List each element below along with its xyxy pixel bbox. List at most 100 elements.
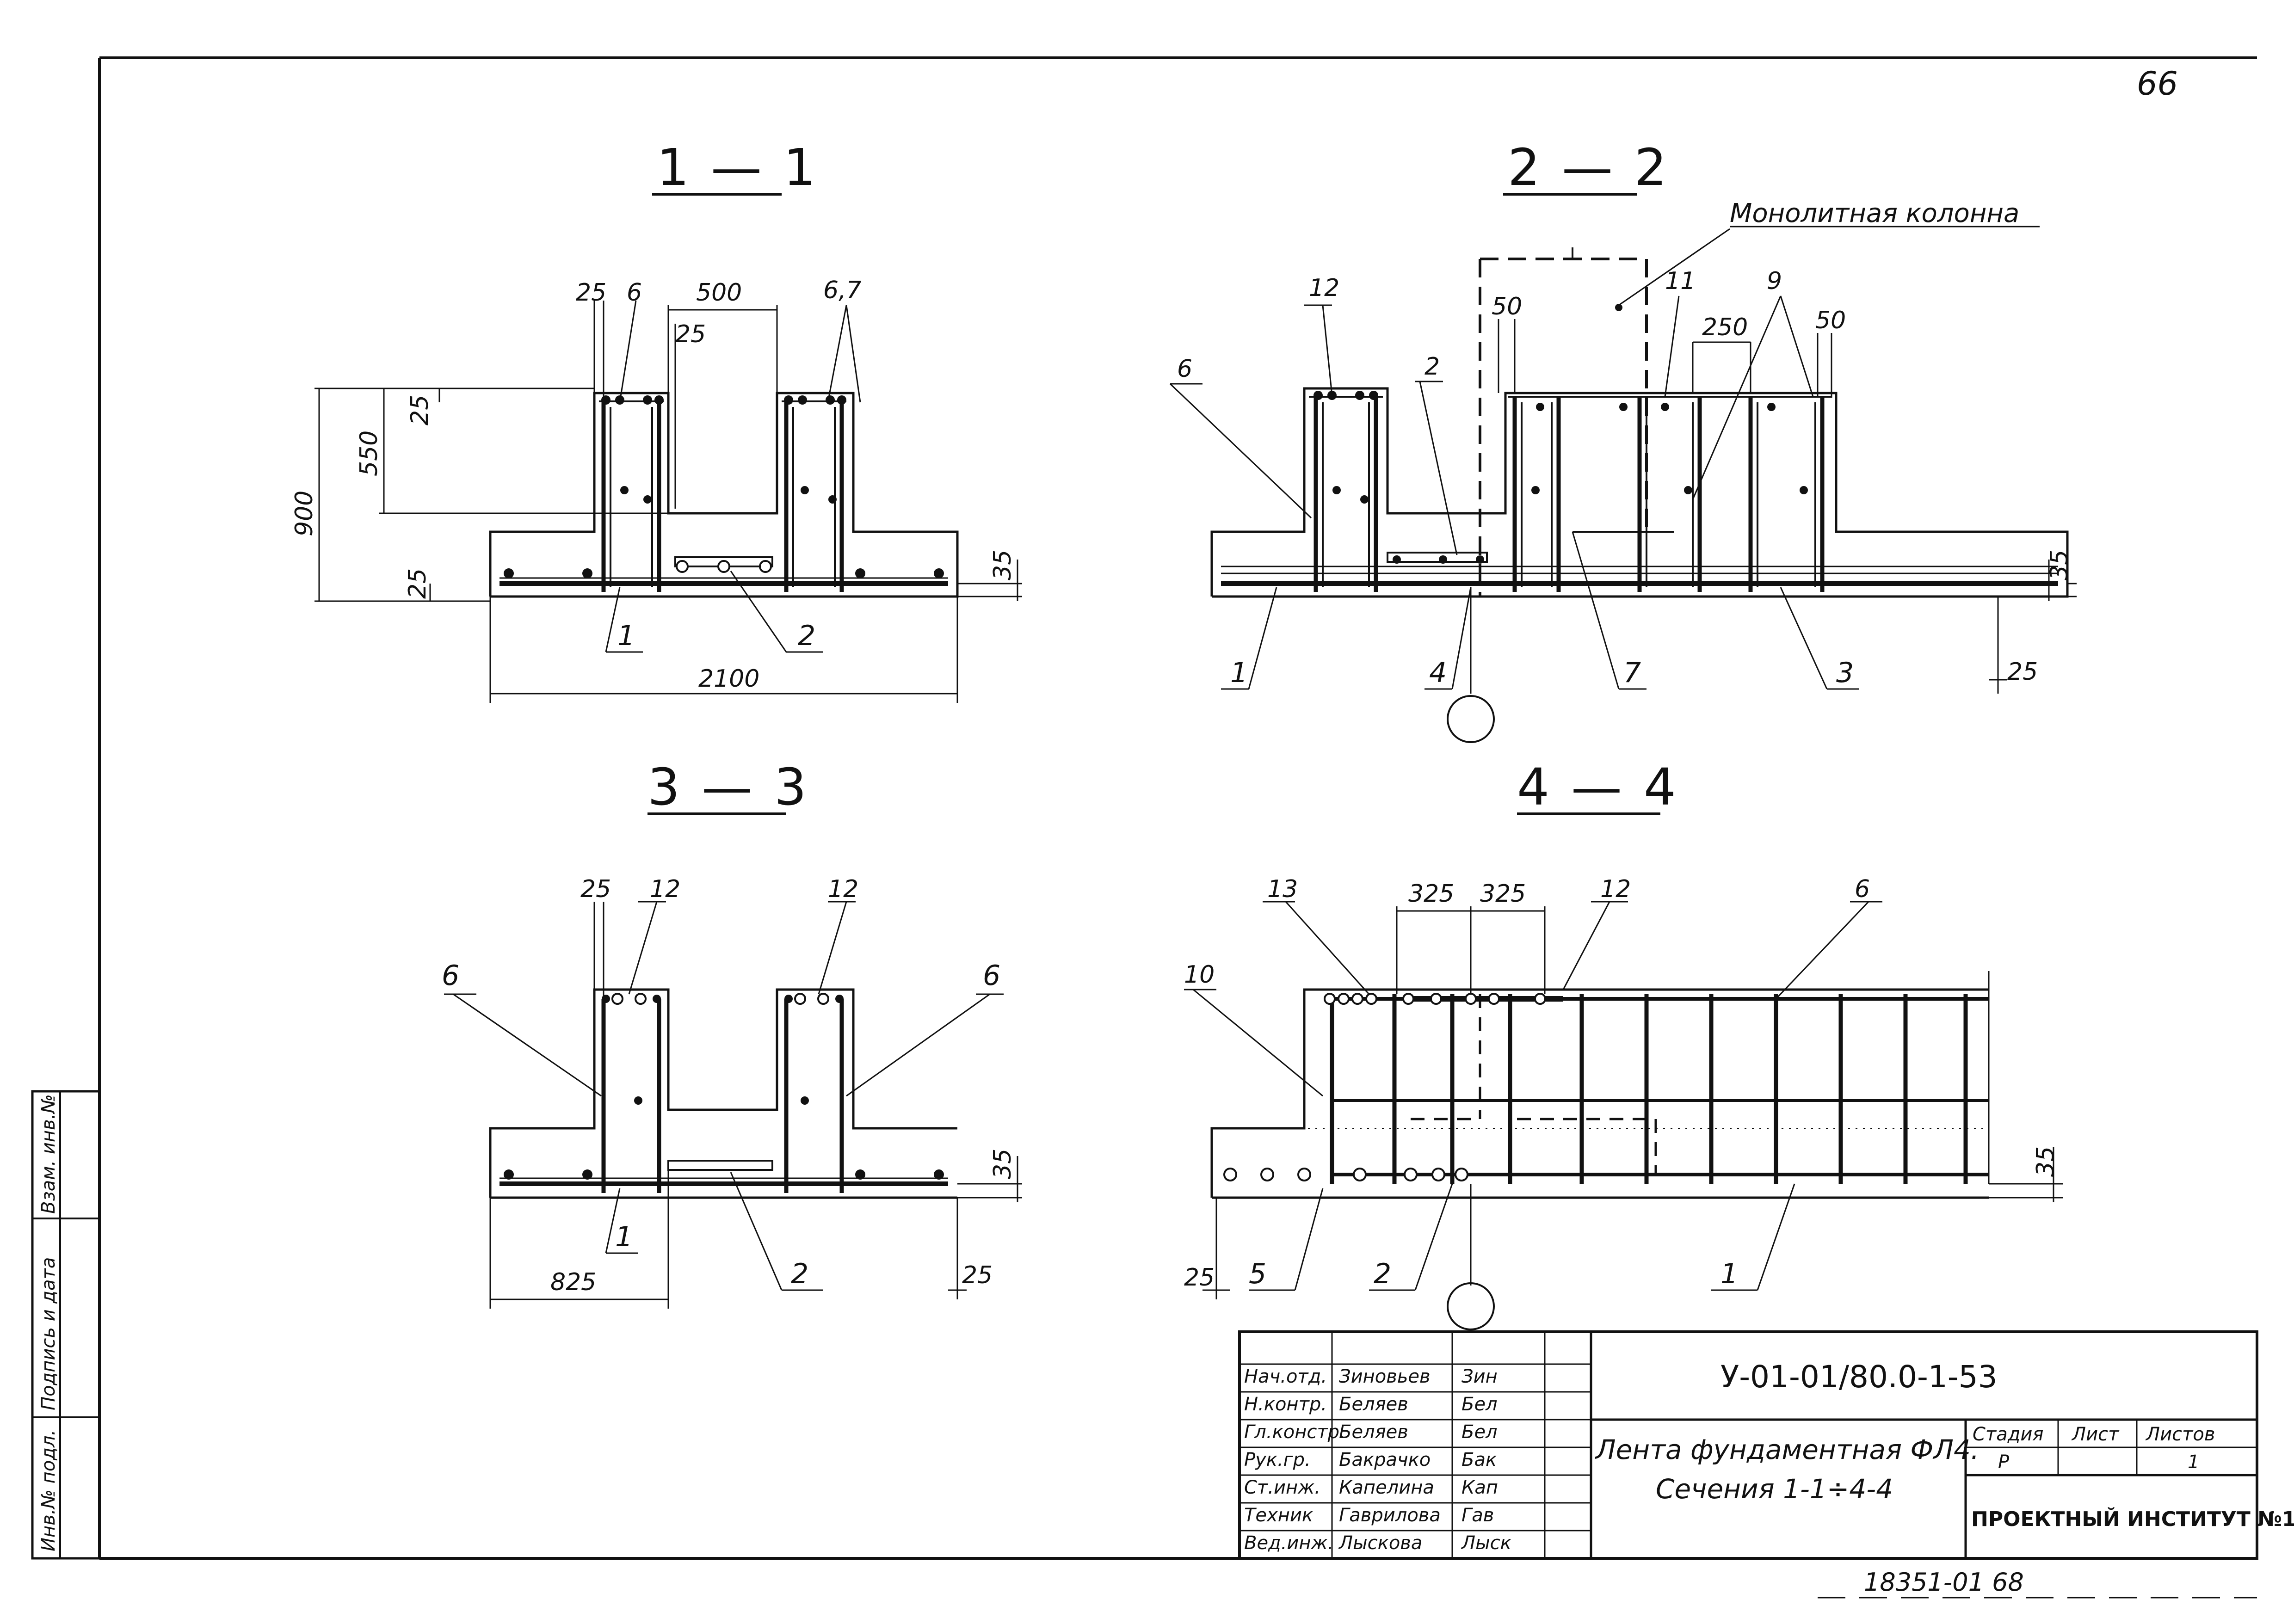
signer-name-4: Капелина [1339, 1477, 1434, 1498]
section-2-2-outline [1210, 387, 2069, 598]
section-2-2-mark-4: 4 [1429, 657, 1447, 689]
document-name-line1: Лента фундаментная ФЛ4. [1595, 1434, 1979, 1465]
section-4-4-axis-marker [1447, 1282, 1495, 1330]
signer-role-1: Н.контр. [1244, 1394, 1327, 1415]
signer-name-6: Лыскова [1338, 1532, 1422, 1554]
section-2-2-mark-6: 6 [1177, 355, 1192, 383]
document-name-line2: Сечения 1-1÷4-4 [1656, 1473, 1893, 1505]
section-1-1-dim-6: 6 [627, 279, 642, 307]
section-4-4-dim-35: 35 [2032, 1146, 2060, 1177]
signer-name-2: Беляев [1339, 1421, 1408, 1443]
section-3-3-dim-25: 25 [580, 875, 611, 903]
section-1-1-dim-25c: 25 [406, 395, 434, 425]
section-2-2-mark-12: 12 [1309, 274, 1339, 302]
section-2-2-mark-2: 2 [1424, 353, 1440, 381]
section-3-3-dim-825: 825 [550, 1268, 596, 1296]
section-4-4-mark-5: 5 [1249, 1258, 1266, 1290]
sheet-label: Лист [2071, 1424, 2120, 1445]
section-2-2-title: 2 — 2 [1508, 138, 1670, 197]
section-3-3-mark-12a: 12 [650, 875, 680, 903]
section-4-4-mark-6: 6 [1855, 875, 1870, 903]
section-1-1-dim-35: 35 [989, 550, 1017, 580]
section-2-2: 2 — 2 Монолитная колонна [1169, 138, 2077, 743]
signer-role-3: Рук.гр. [1244, 1449, 1311, 1470]
sheets-value: 1 [2188, 1452, 2199, 1473]
section-4-4-dim-325b: 325 [1480, 880, 1526, 908]
signer-name-3: Бакрачко [1339, 1449, 1431, 1470]
section-1-1-dim-2100: 2100 [698, 665, 759, 693]
organization-name: ПРОЕКТНЫЙ ИНСТИТУТ №1 [1971, 1507, 2294, 1531]
section-3-3-title: 3 — 3 [648, 757, 809, 817]
section-4-4-mark-1: 1 [1720, 1258, 1738, 1290]
section-1-1-dim-550: 550 [355, 431, 383, 476]
section-1-1-cages [601, 402, 844, 592]
section-2-2-dim-250: 250 [1702, 314, 1748, 341]
signer-name-0: Зиновьев [1339, 1366, 1431, 1387]
title-block: Нач.отд. Зиновьев Зин Н.контр. Беляев Бе… [1238, 1330, 2294, 1560]
signer-role-5: Техник [1244, 1505, 1313, 1526]
sheet-mark: 66 [2137, 65, 2178, 103]
signer-role-6: Вед.инж. [1244, 1532, 1333, 1554]
section-1-1-dim-25a: 25 [576, 279, 606, 307]
side-stamp-inv: Инв.№ подл. [38, 1430, 59, 1551]
signer-role-4: Ст.инж. [1244, 1477, 1320, 1498]
section-1-1: 1 — 1 [290, 138, 1022, 703]
column-label: Монолитная колонна [1730, 198, 2019, 228]
section-3-3-outline [489, 988, 957, 1198]
section-2-2-mark-11: 11 [1665, 267, 1696, 295]
section-4-4-mark-12: 12 [1600, 875, 1631, 903]
sheets-label: Листов [2145, 1424, 2215, 1445]
section-1-1-title: 1 — 1 [657, 138, 819, 197]
section-2-2-dim-25: 25 [2007, 658, 2038, 686]
section-1-1-dim-25d: 25 [404, 568, 432, 599]
section-2-2-mark-3: 3 [1836, 657, 1854, 689]
signer-role-0: Нач.отд. [1244, 1366, 1327, 1387]
side-stamp-sign: Подпись и дата [38, 1257, 59, 1410]
section-4-4-mark-2: 2 [1374, 1258, 1391, 1290]
section-3-3-mark-2: 2 [791, 1258, 808, 1290]
section-4-4-title: 4 — 4 [1517, 757, 1679, 817]
signer-sign-3: Бак [1462, 1449, 1497, 1470]
section-1-1-dim-25b: 25 [675, 320, 706, 348]
stage-label: Стадия [1973, 1424, 2043, 1445]
document-code: У-01-01/80.0-1-53 [1720, 1359, 1998, 1395]
section-3-3-dim-25b: 25 [962, 1261, 993, 1289]
section-2-2-axis-marker [1447, 695, 1495, 743]
section-3-3-mark-6a: 6 [442, 960, 459, 992]
signer-name-5: Гаврилова [1339, 1505, 1441, 1526]
side-stamp-replace: Взам. инв.№ [38, 1094, 59, 1214]
signer-sign-5: Гав [1462, 1505, 1494, 1526]
section-1-1-mark-1: 1 [617, 620, 635, 652]
section-1-1-outline [489, 392, 959, 598]
section-2-2-mark-7: 7 [1623, 657, 1641, 689]
section-3-3-mark-1: 1 [615, 1221, 633, 1253]
section-3-3-dim-35: 35 [989, 1149, 1017, 1179]
section-3-3-mark-6b: 6 [983, 960, 1000, 992]
section-3-3: 3 — 3 2 [442, 757, 1022, 1309]
section-2-2-dim-50a: 50 [1492, 293, 1522, 320]
section-4-4-dim-325a: 325 [1408, 880, 1454, 908]
side-stamp: Инв.№ подл. Подпись и дата Взам. инв.№ [31, 1090, 101, 1560]
section-4-4-outline [1210, 988, 1989, 1198]
signer-sign-1: Бел [1462, 1394, 1498, 1415]
section-2-2-dim-35: 35 [2046, 550, 2073, 580]
section-4-4: 4 — 4 [1184, 757, 2063, 1330]
signer-name-1: Беляев [1339, 1394, 1408, 1415]
stage-value: Р [1998, 1452, 2010, 1473]
section-4-4-dim-25: 25 [1184, 1264, 1215, 1292]
signer-sign-6: Лыск [1461, 1532, 1511, 1554]
section-1-1-dim-67: 6,7 [823, 277, 862, 304]
section-2-2-dim-50b: 50 [1815, 307, 1846, 334]
section-1-1-dim-900: 900 [290, 491, 318, 536]
section-4-4-mark-10: 10 [1184, 961, 1215, 989]
section-2-2-mark-1: 1 [1230, 657, 1248, 689]
section-1-1-mark-2: 2 [798, 620, 815, 652]
signer-role-2: Гл.констр. [1244, 1421, 1345, 1443]
sheet-frame [98, 56, 2257, 1560]
signer-sign-2: Бел [1462, 1421, 1498, 1443]
signer-sign-4: Кап [1462, 1477, 1498, 1498]
section-1-1-dim-500: 500 [696, 279, 742, 307]
section-4-4-mark-13: 13 [1267, 875, 1298, 903]
